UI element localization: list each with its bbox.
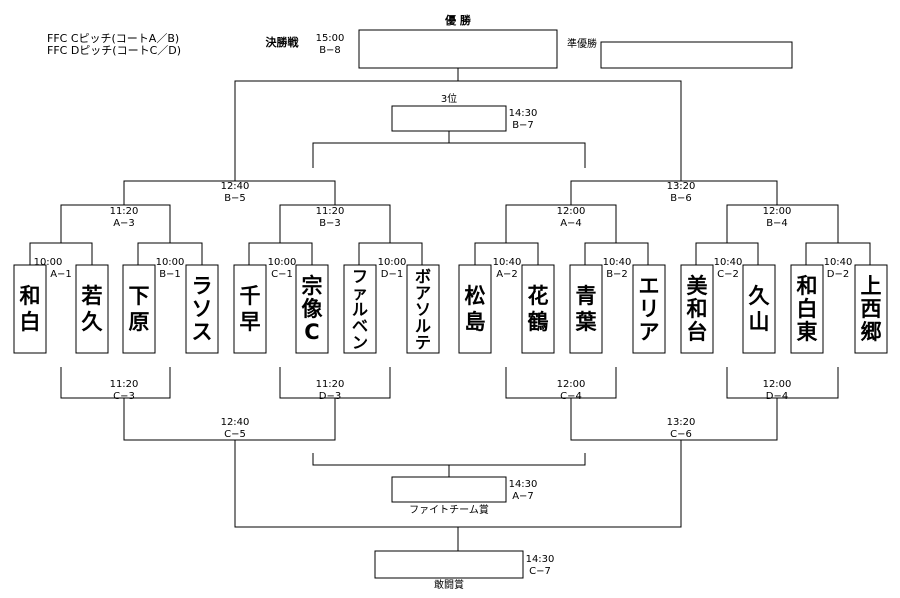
team-name: ファルベン (352, 267, 368, 352)
third-place-code: B−7 (512, 120, 534, 131)
match-d3-code: D−3 (319, 391, 341, 402)
team-name: 久山 (749, 284, 770, 334)
match-d3-time: 11:20 (316, 379, 345, 390)
final-code: B−8 (319, 45, 341, 56)
match-b4-time: 12:00 (763, 206, 792, 217)
match-a2-code: A−2 (496, 269, 518, 280)
match-c5-code: C−5 (224, 429, 246, 440)
match-c3-code: C−3 (113, 391, 135, 402)
match-c4-code: C−4 (560, 391, 582, 402)
team-name: ラソス (192, 274, 213, 344)
match-b4-code: B−4 (766, 218, 788, 229)
team-boxes (13, 264, 888, 354)
champion-label: 優 勝 (444, 13, 472, 27)
team-box (569, 264, 603, 354)
team-box (632, 264, 666, 354)
team-box (295, 264, 329, 354)
team-name: 若久 (81, 284, 103, 334)
team-name: 上西郷 (861, 274, 882, 344)
team-name: 千早 (240, 284, 261, 334)
match-c3-time: 11:20 (110, 379, 139, 390)
match-b6-code: B−6 (670, 193, 692, 204)
match-a2-time: 10:40 (493, 257, 522, 268)
match-d1-code: D−1 (381, 269, 403, 280)
third-place-box (391, 105, 507, 132)
team-box (790, 264, 824, 354)
runner-up-label: 準優勝 (567, 37, 597, 50)
team-box (406, 264, 440, 354)
final-label: 決勝戦 (266, 35, 300, 49)
match-b2-time: 10:40 (603, 257, 632, 268)
match-b6-time: 13:20 (667, 181, 696, 192)
match-c2-time: 10:40 (714, 257, 743, 268)
team-name: 松島 (465, 284, 486, 334)
team-name: 和白東 (797, 274, 818, 344)
fight-team-time: 14:30 (509, 479, 538, 490)
match-a3-time: 11:20 (110, 206, 139, 217)
match-a1-code: A−1 (50, 269, 72, 280)
team-box (742, 264, 776, 354)
match-d1-time: 10:00 (378, 257, 407, 268)
match-d4-time: 12:00 (763, 379, 792, 390)
team-box (458, 264, 492, 354)
pitch-info-c: FFC Cピッチ(コートA／B) (47, 32, 180, 45)
match-c1-time: 10:00 (268, 257, 297, 268)
bracket-lines (29, 68, 871, 551)
match-b1-time: 10:00 (156, 257, 185, 268)
team-box (343, 264, 377, 354)
team-name: ボアソルテ (415, 267, 431, 352)
match-a1-time: 10:00 (34, 257, 63, 268)
third-place-time: 14:30 (509, 108, 538, 119)
match-c2-code: C−2 (717, 269, 739, 280)
match-a3-code: A−3 (113, 218, 135, 229)
fight-team-box (391, 476, 507, 503)
team-name: エリア (639, 274, 660, 344)
result-boxes (358, 29, 793, 579)
team-box (75, 264, 109, 354)
fight-team-label: ファイトチーム賞 (409, 503, 489, 516)
fighting-spirit-box (374, 550, 524, 579)
team-name: 美和台 (687, 274, 708, 344)
team-name: 和白 (20, 284, 41, 334)
team-name: 下原 (129, 284, 150, 334)
pitch-info-d: FFC Dピッチ(コートC／D) (47, 44, 182, 57)
team-box (122, 264, 156, 354)
match-b5-time: 12:40 (221, 181, 250, 192)
match-d4-code: D−4 (766, 391, 788, 402)
match-c4-time: 12:00 (557, 379, 586, 390)
champion-box (358, 29, 558, 69)
fight-team-code: A−7 (512, 491, 534, 502)
match-b1-code: B−1 (159, 269, 181, 280)
match-c1-code: C−1 (271, 269, 293, 280)
match-c6-code: C−6 (670, 429, 692, 440)
team-box (13, 264, 47, 354)
team-box (233, 264, 267, 354)
match-b3-time: 11:20 (316, 206, 345, 217)
team-name: 花鶴 (528, 284, 549, 334)
match-b2-code: B−2 (606, 269, 628, 280)
match-a4-code: A−4 (560, 218, 582, 229)
match-b3-code: B−3 (319, 218, 341, 229)
third-place-label: 3位 (441, 92, 457, 105)
team-name: 青葉 (575, 284, 598, 334)
match-d2-time: 10:40 (824, 257, 853, 268)
team-box (680, 264, 714, 354)
match-d2-code: D−2 (827, 269, 849, 280)
team-box (185, 264, 219, 354)
runner-up-box (600, 41, 793, 69)
match-c5-time: 12:40 (221, 417, 250, 428)
fighting-spirit-label: 敢闘賞 (434, 578, 464, 591)
fighting-spirit-code: C−7 (529, 566, 551, 577)
match-c6-time: 13:20 (667, 417, 696, 428)
fighting-spirit-time: 14:30 (526, 554, 555, 565)
final-time: 15:00 (316, 33, 345, 44)
team-box (521, 264, 555, 354)
match-b5-code: B−5 (224, 193, 246, 204)
match-a4-time: 12:00 (557, 206, 586, 217)
team-box (854, 264, 888, 354)
